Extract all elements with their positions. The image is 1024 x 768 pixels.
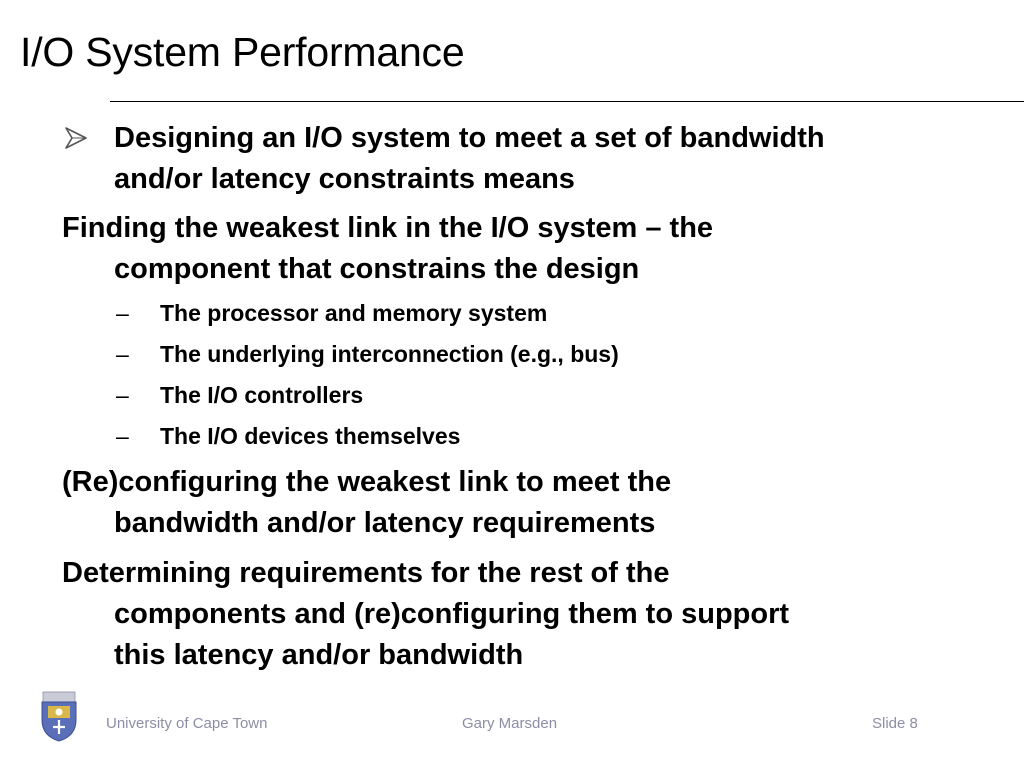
university-crest-logo	[41, 691, 77, 742]
finding-line-1: Finding the weakest link in the I/O syst…	[62, 212, 714, 244]
determining-line-3: this latency and/or bandwidth	[114, 639, 524, 671]
dash-marker: –	[116, 382, 129, 408]
title-divider	[110, 101, 1024, 102]
reconfig-line-1: (Re)configuring the weakest link to meet…	[62, 466, 672, 498]
slide-title: I/O System Performance	[20, 29, 465, 75]
footer-author: Gary Marsden	[462, 715, 558, 732]
arrow-bullet-icon	[65, 127, 87, 149]
dash-marker: –	[116, 341, 129, 367]
footer-slide-number: Slide 8	[872, 715, 918, 732]
intro-line-2: and/or latency constraints means	[114, 163, 575, 195]
footer-institution: University of Cape Town	[106, 715, 268, 732]
finding-paragraph: Finding the weakest link in the I/O syst…	[62, 208, 713, 290]
sub-item-interconnection: – The underlying interconnection (e.g., …	[116, 340, 619, 368]
reconfig-line-2: bandwidth and/or latency requirements	[114, 507, 656, 539]
sub-item-processor: – The processor and memory system	[116, 299, 548, 327]
reconfig-paragraph: (Re)configuring the weakest link to meet…	[62, 462, 671, 544]
sub-item-label: The I/O devices themselves	[160, 423, 461, 449]
sub-item-controllers: – The I/O controllers	[116, 381, 364, 409]
determining-line-1: Determining requirements for the rest of…	[62, 557, 670, 589]
dash-marker: –	[116, 423, 129, 449]
determining-line-2: components and (re)configuring them to s…	[114, 598, 790, 630]
intro-paragraph: Designing an I/O system to meet a set of…	[62, 118, 825, 200]
intro-line-1: Designing an I/O system to meet a set of…	[114, 122, 825, 154]
dash-marker: –	[116, 300, 129, 326]
sub-item-label: The I/O controllers	[160, 382, 364, 408]
sub-item-devices: – The I/O devices themselves	[116, 422, 461, 450]
finding-line-2: component that constrains the design	[114, 253, 640, 285]
sub-item-label: The underlying interconnection (e.g., bu…	[160, 341, 619, 367]
sub-item-label: The processor and memory system	[160, 300, 548, 326]
determining-paragraph: Determining requirements for the rest of…	[62, 553, 789, 676]
